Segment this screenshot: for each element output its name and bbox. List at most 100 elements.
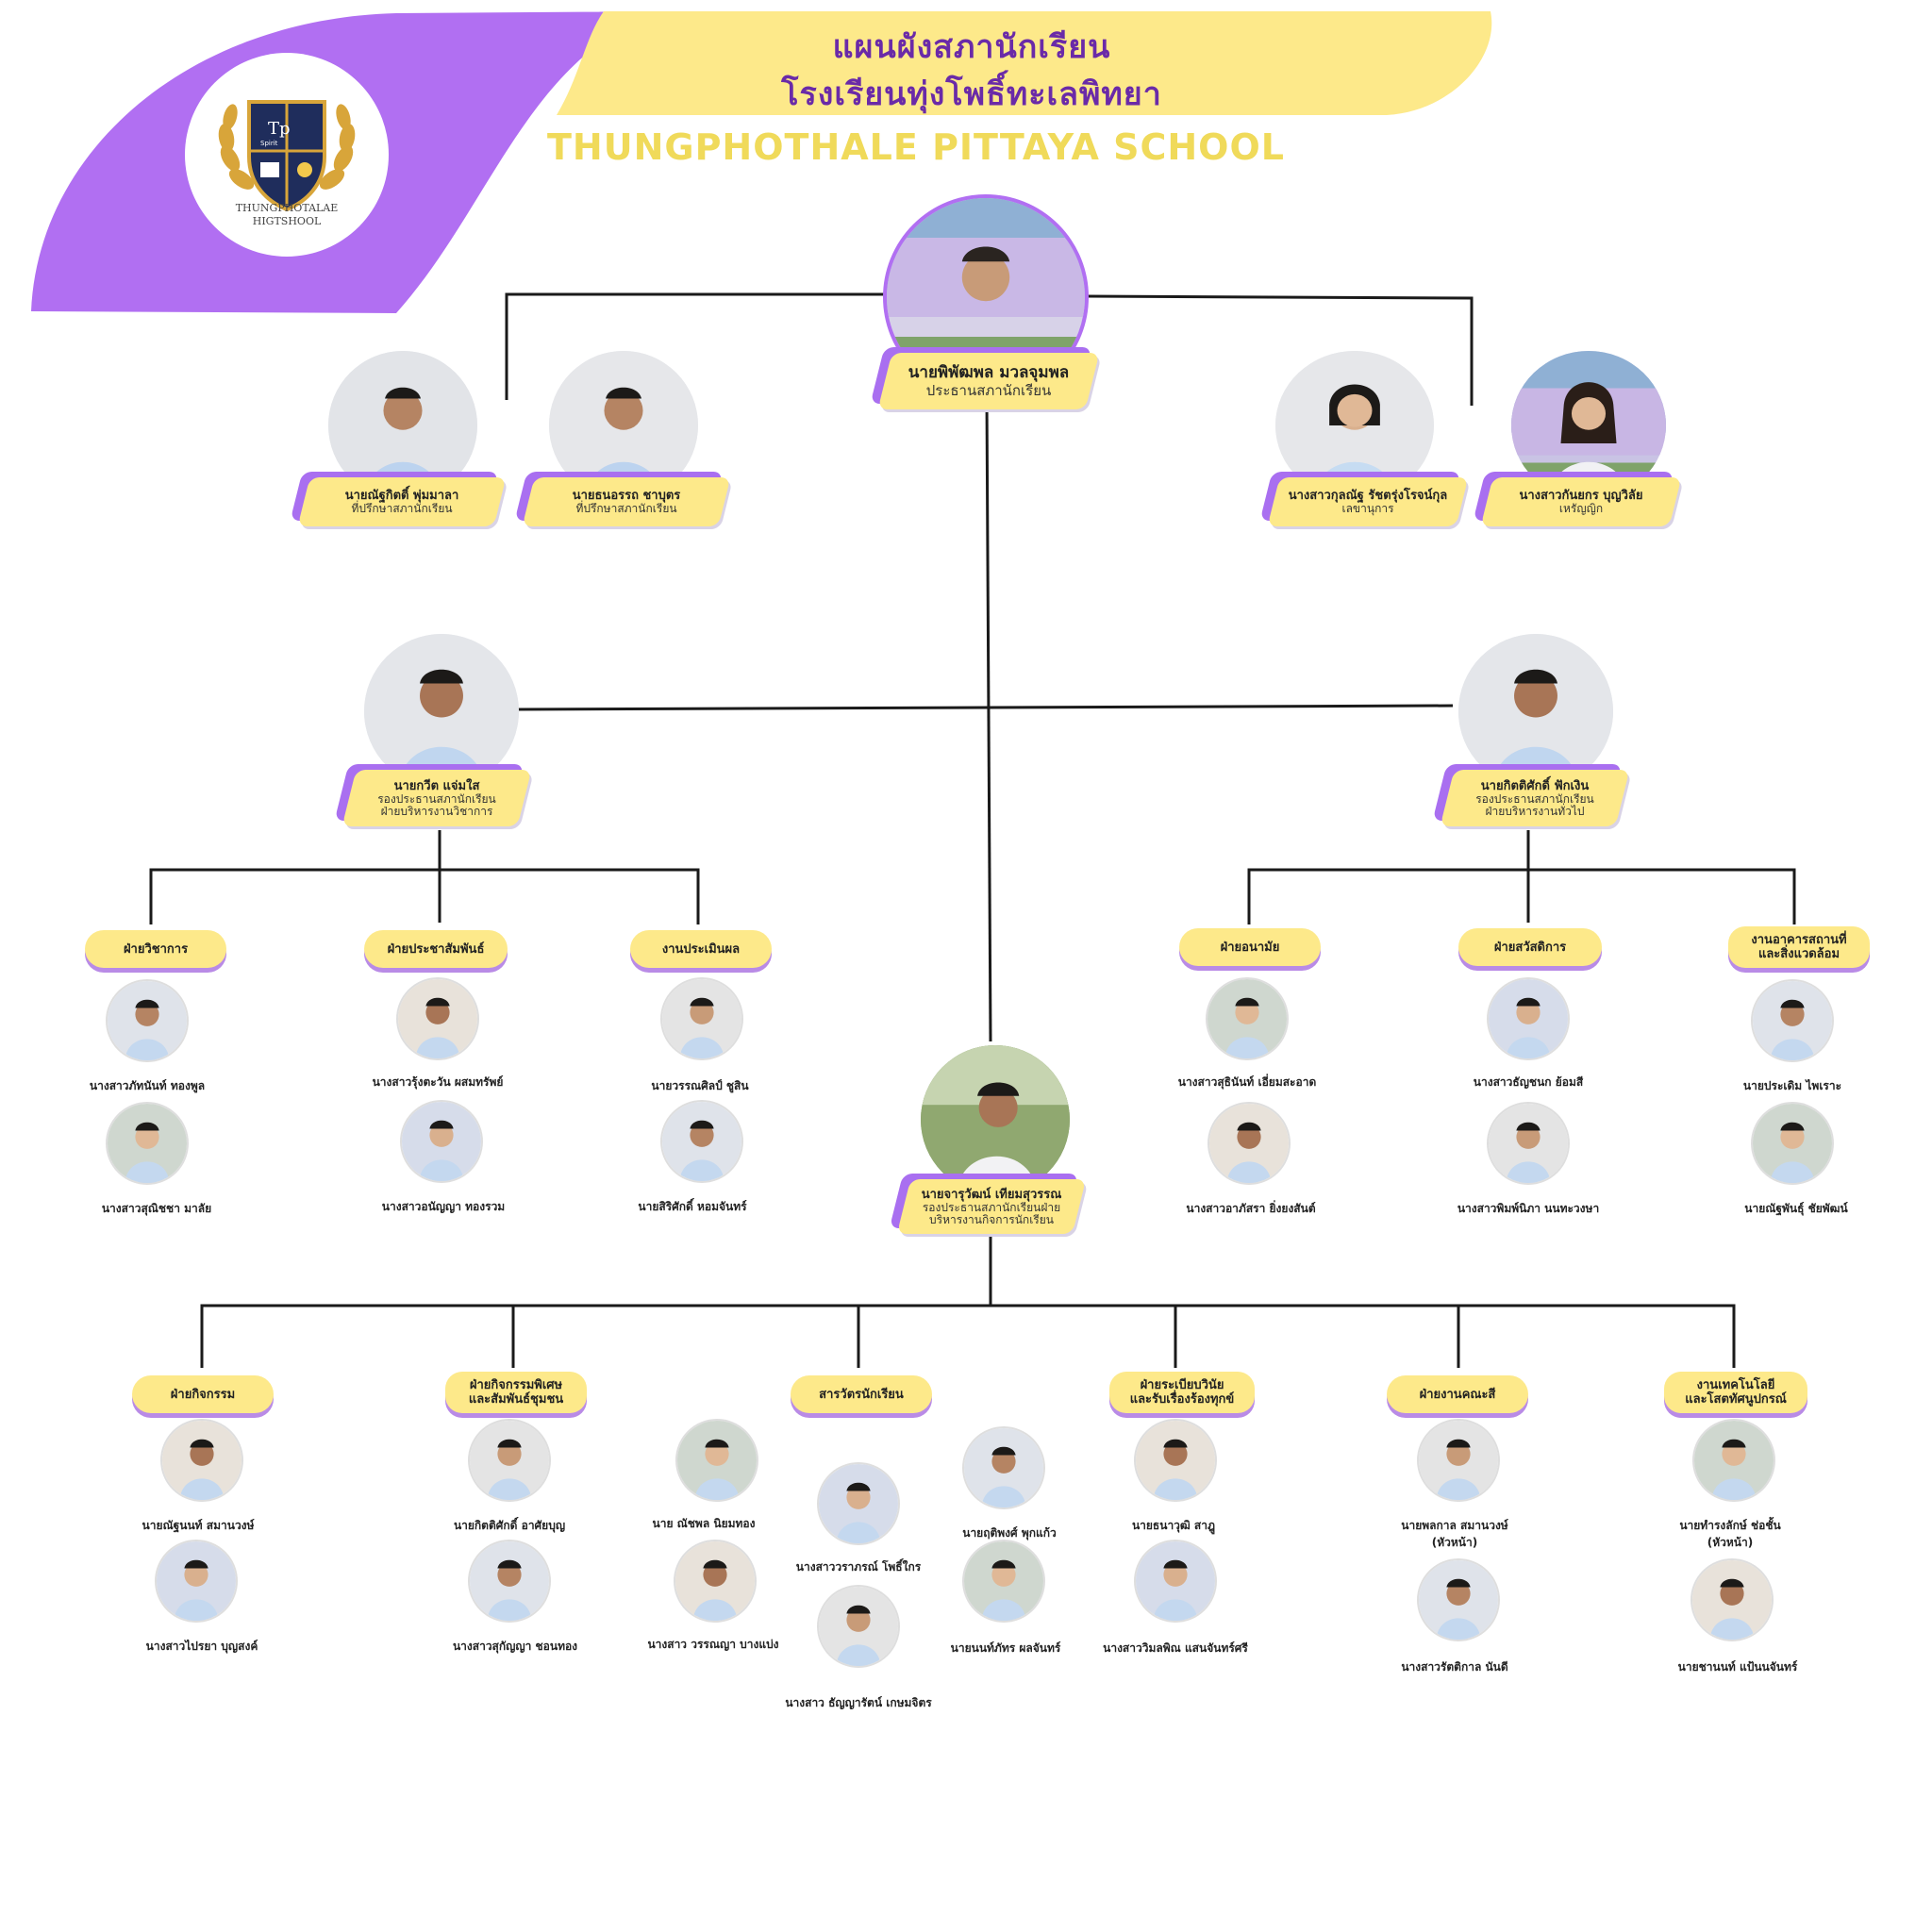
vice-role: รองประธานสภานักเรียนฝ่าย (922, 1200, 1061, 1214)
student-portrait-icon (1136, 1421, 1215, 1500)
member-photo (674, 1540, 757, 1623)
line-bottom-branch (200, 1304, 1736, 1368)
dept-label: งานอาคารสถานที่ และสิ่งแวดล้อม (1728, 926, 1870, 968)
member-photo (675, 1419, 758, 1502)
dept-label: ฝ่ายวิชาการ (85, 930, 226, 968)
dept-label: ฝ่ายกิจกรรมพิเศษ และสัมพันธ์ชุมชน (445, 1372, 587, 1413)
member-photo (160, 1419, 243, 1502)
member-photo (1206, 977, 1289, 1060)
vice-right-photo (1458, 634, 1613, 789)
member-role: ที่ปรึกษาสภานักเรียน (351, 502, 453, 515)
dept-label: งานประเมินผล (630, 930, 772, 968)
member-name: นายชานนท์ แป้นนจันทร์ (1677, 1660, 1798, 1674)
student-portrait-icon (819, 1587, 898, 1666)
member-photo (1751, 1102, 1834, 1185)
line-president-left (505, 292, 887, 400)
member-name: นางสาวสุกัญญา ชอนทอง (452, 1640, 578, 1653)
member-name: นางสาวไปรยา บุญสงค์ (145, 1640, 258, 1653)
student-portrait-icon (1458, 634, 1613, 789)
member-photo (1417, 1419, 1500, 1502)
student-portrait-icon (1694, 1421, 1774, 1500)
member-role: ที่ปรึกษาสภานักเรียน (575, 502, 677, 515)
member-name: (หัวหน้า) (1707, 1536, 1754, 1549)
member-role: เหรัญญิก (1558, 502, 1604, 515)
vice-left-photo (364, 634, 519, 789)
member-name: นายกิตติศักดิ์ อาศัยบุญ (453, 1519, 566, 1532)
member-photo (1690, 1558, 1774, 1641)
member-photo (817, 1585, 900, 1668)
member-photo (1487, 1102, 1570, 1185)
member-photo (1487, 977, 1570, 1060)
member-photo (660, 977, 743, 1060)
line-president-right (1084, 294, 1474, 406)
member-name: นางสาวอนัญญา ทองรวม (381, 1200, 506, 1213)
member-photo (660, 1100, 743, 1183)
line-president-down (985, 395, 992, 1042)
member-name: (หัวหน้า) (1431, 1536, 1478, 1549)
member-name: นาย ณัชพล นิยมทอง (652, 1517, 756, 1530)
dept-label-line: งานเทคโนโลยี (1696, 1378, 1775, 1392)
vice-center-badge: นายจารุวัฒน์ เทียมสุวรรณรองประธานสภานักเ… (889, 1174, 1087, 1234)
member-badge-3: นางสาวกุลณัฐ รัชตรุ่งโรจน์กุลเลขานุการ (1259, 472, 1469, 526)
member-name: นางสาวรัตติกาล นันดี (1401, 1660, 1508, 1674)
svg-text:Spirit: Spirit (260, 140, 278, 147)
student-portrait-icon (1209, 1104, 1289, 1183)
member-name: นางสาววิมลพิณ แสนจันทร์ศรี (1103, 1641, 1248, 1655)
student-portrait-icon (1753, 981, 1832, 1060)
student-portrait-icon (1136, 1541, 1215, 1621)
member-name: นายทำรงลักษ์ ช่อชั้น (1679, 1519, 1781, 1532)
member-name: นายณัฐนนท์ สมานวงษ์ (142, 1519, 255, 1532)
line-vice-horizontal (516, 704, 1454, 711)
member-name: นางสาววราภรณ์ โพธิ์ใกร (795, 1560, 922, 1574)
student-portrait-icon (1419, 1421, 1498, 1500)
student-portrait-icon (675, 1541, 755, 1621)
vice-role: ฝ่ายบริหารงานทั่วไป (1485, 804, 1585, 818)
student-portrait-icon (1208, 979, 1287, 1058)
vice-left-badge: นายกวีต แจ่มใสรองประธานสภานักเรียนฝ่ายบร… (334, 764, 532, 826)
student-portrait-icon (964, 1428, 1043, 1507)
member-photo (962, 1426, 1045, 1509)
logo-caption-line1: THUNGPHOTALAE (235, 202, 339, 214)
student-portrait-icon (364, 634, 519, 789)
student-portrait-icon (1419, 1560, 1498, 1640)
student-portrait-icon (1489, 979, 1568, 1058)
student-portrait-icon (162, 1421, 242, 1500)
student-portrait-icon (402, 1102, 481, 1181)
member-name: นางสาวสุณิชชา มาลัย (101, 1202, 212, 1215)
dept-label-line: งานอาคารสถานที่ (1751, 933, 1847, 947)
member-name: นางสาว วรรณญา บางแบ่ง (647, 1638, 779, 1651)
line-right-branch (1247, 868, 1796, 924)
member-name: นางสาวรุ้งตะวัน ผสมทรัพย์ (372, 1075, 504, 1089)
school-name-english: THUNGPHOTHALE PITTAYA SCHOOL (547, 126, 1285, 168)
logo-caption-line2: HIGTSHOOL (252, 215, 322, 227)
page-title-line1: แผนผังสภานักเรียน (832, 28, 1111, 66)
member-name: นางสาวพิมพ์นิภา นนทะวงษา (1457, 1202, 1600, 1215)
member-badge-4: นางสาวกันยกร บุญวิลัยเหรัญญิก (1473, 472, 1682, 526)
dept-label-line: และโสตทัศนูปกรณ์ (1685, 1392, 1787, 1407)
vice-right-badge: นายกิตติศักดิ์ ฟักเงินรองประธานสภานักเรี… (1432, 764, 1630, 826)
member-photo (106, 1102, 189, 1185)
yellow-title-band (557, 11, 1492, 115)
dept-label: ฝ่ายอนามัย (1179, 928, 1321, 966)
vice-name: นายกวีต แจ่มใส (393, 778, 480, 793)
dept-label: ฝ่ายประชาสัมพันธ์ (364, 930, 508, 968)
member-badge-1: นายณัฐกิตติ์ พุ่มมาลาที่ปรึกษาสภานักเรีย… (290, 472, 507, 526)
student-portrait-icon (1753, 1104, 1832, 1183)
svg-text:Tp: Tp (268, 119, 291, 139)
member-name: นายณัฐกิตติ์ พุ่มมาลา (344, 489, 459, 503)
member-photo (468, 1540, 551, 1623)
member-name: นายวรรณศิลป์ ชูสิน (651, 1079, 749, 1092)
dept-label: สารวัตรนักเรียน (791, 1375, 932, 1413)
dept-label-line: ฝ่ายระเบียบวินัย (1140, 1378, 1224, 1392)
member-photo (962, 1540, 1045, 1623)
student-portrait-icon (470, 1421, 549, 1500)
dept-label-line: และสัมพันธ์ชุมชน (468, 1392, 564, 1407)
dept-label: งานเทคโนโลยี และโสตทัศนูปกรณ์ (1664, 1372, 1807, 1413)
page-title-line2: โรงเรียนทุ่งโพธิ์ทะเลพิทยา (781, 75, 1162, 113)
vice-role: บริหารงานกิจการนักเรียน (929, 1212, 1054, 1226)
vice-role: รองประธานสภานักเรียน (377, 791, 496, 806)
school-emblem-icon: Tp Spirit (218, 100, 356, 212)
student-portrait-icon (108, 1104, 187, 1183)
dept-label-line: และรับเรื่องร้องทุกข์ (1129, 1392, 1235, 1407)
